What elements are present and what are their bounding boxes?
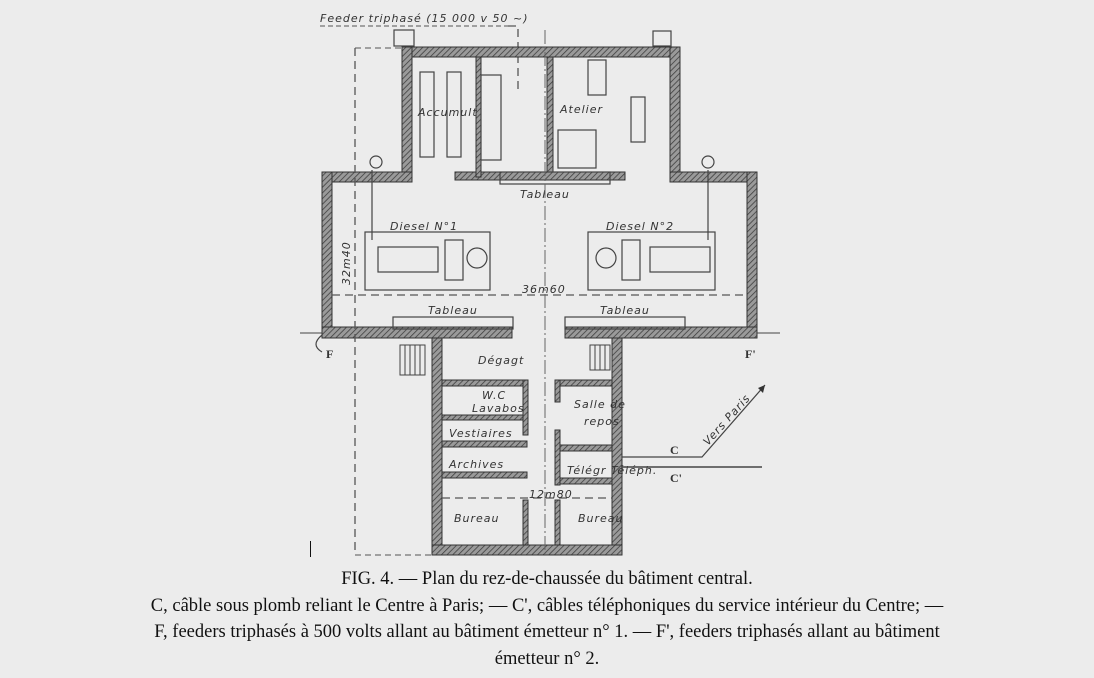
workbench (557, 129, 597, 169)
room-label-lavabos: Lavabos (472, 402, 525, 415)
marker-c-prime: C' (670, 471, 682, 485)
chimney (393, 29, 415, 47)
tableau-left-label: Tableau (428, 304, 478, 317)
battery-rack (446, 71, 462, 158)
feeder-label: Feeder triphasé (15 000 v 50 ~) (320, 12, 529, 25)
room-label-wc: W.C (482, 389, 506, 402)
tableau-right-label: Tableau (600, 304, 650, 317)
text-cursor (310, 541, 311, 557)
tableau-right (564, 316, 686, 330)
room-label-bureau-left: Bureau (454, 512, 500, 525)
room-label-repos: repos (584, 415, 620, 428)
caption-line: C, câble sous plomb reliant le Centre à … (150, 595, 944, 616)
machine (587, 59, 607, 96)
diesel-1-label: Diesel N°1 (390, 220, 458, 233)
room-label-accumulators: Accumult (417, 106, 478, 119)
top-block-walls (321, 46, 758, 556)
stairs-left (399, 344, 426, 376)
marker-c: C (670, 443, 679, 457)
width-dimension: 36m60 (522, 283, 566, 296)
battery-rack (419, 71, 435, 158)
tableau-top (499, 171, 611, 185)
vers-paris-label: Vers Paris (701, 392, 754, 448)
caption-line: émetteur n° 2. (494, 648, 600, 669)
room-label-bureau-right: Bureau (578, 512, 624, 525)
stairs-right (589, 344, 611, 371)
tableau-top-label: Tableau (520, 188, 570, 201)
diesel-2-label: Diesel N°2 (606, 220, 674, 233)
lower-partitions (441, 379, 613, 546)
chimney (652, 30, 672, 47)
feeder-line (508, 25, 519, 90)
room-label-salle: Salle de (574, 398, 626, 411)
workbench (630, 96, 646, 143)
diesel-2-engine (587, 231, 716, 291)
diesel-1-engine (364, 231, 491, 291)
room-label-archives: Archives (448, 458, 504, 471)
room-label-degagement: Dégagt (478, 354, 524, 367)
room-label-telegraph: Télégr Téléph. (567, 464, 657, 477)
room-label-atelier: Atelier (559, 103, 603, 116)
cable-c (622, 384, 766, 458)
marker-f: F (326, 347, 333, 361)
figure-caption: FIG. 4. — Plan du rez-de-chaussée du bât… (0, 566, 1094, 672)
marker-f-prime: F' (745, 347, 756, 361)
room-label-vestiaires: Vestiaires (449, 427, 513, 440)
battery-cells (480, 74, 502, 161)
height-dimension: 32m40 (340, 241, 353, 285)
lower-width-dimension: 12m80 (529, 488, 573, 501)
caption-title: FIG. 4. — Plan du rez-de-chaussée du bât… (341, 569, 753, 589)
caption-line: F, feeders triphasés à 500 volts allant … (154, 622, 940, 642)
floor-plan: Feeder triphasé (15 000 v 50 ~) Accumult… (300, 12, 780, 556)
tableau-left (392, 316, 514, 330)
